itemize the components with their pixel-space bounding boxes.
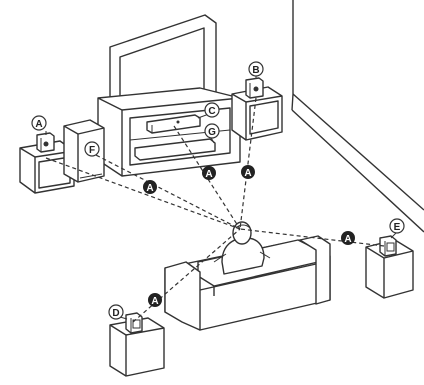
distance-marker: A — [341, 231, 355, 245]
front-left-speaker — [19, 132, 75, 194]
rear-left-speaker — [109, 312, 165, 377]
sofa — [164, 235, 331, 331]
distance-marker-label: A — [146, 183, 153, 194]
distance-marker: A — [241, 165, 255, 179]
main-unit — [146, 114, 201, 134]
device-marker-c: C — [204, 102, 220, 118]
distance-marker: A — [202, 166, 216, 180]
device-marker-b-label: B — [252, 65, 259, 76]
distance-marker-label: A — [205, 169, 212, 180]
device-marker-a: A — [31, 115, 47, 131]
device-marker-g: G — [204, 123, 220, 139]
distance-marker-label: A — [244, 168, 251, 179]
device-marker-f-label: F — [89, 145, 95, 156]
distance-marker: A — [148, 293, 162, 307]
device-marker-e-label: E — [394, 222, 401, 233]
device-marker-g-label: G — [208, 127, 216, 138]
device-marker-f: F — [84, 141, 100, 157]
distance-marker-label: A — [151, 296, 158, 307]
distance-marker-label: A — [344, 234, 351, 245]
listener — [213, 221, 271, 275]
device-marker-c-label: C — [208, 106, 215, 117]
device-marker-e: E — [389, 218, 405, 234]
subwoofer — [63, 119, 105, 183]
shelf-unit — [134, 138, 216, 161]
device-marker-a-label: A — [35, 119, 42, 130]
distance-lines — [45, 76, 397, 323]
device-marker-b: B — [248, 61, 264, 77]
device-marker-d-label: D — [112, 308, 119, 319]
distance-marker: A — [143, 180, 157, 194]
rear-right-speaker — [365, 235, 414, 299]
front-right-speaker — [231, 77, 283, 141]
room-walls — [291, 0, 424, 233]
device-marker-d: D — [108, 304, 124, 320]
